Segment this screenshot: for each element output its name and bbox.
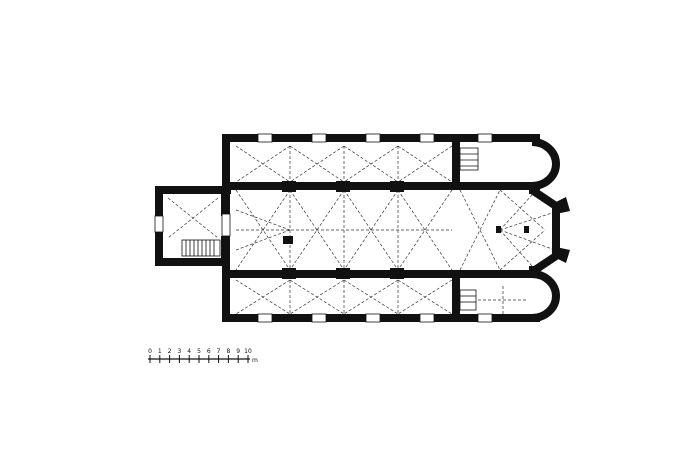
chancel-marks — [496, 226, 529, 233]
scale-tick-label: 5 — [197, 348, 201, 355]
nave-walls — [222, 134, 540, 322]
central-apse — [529, 186, 560, 276]
scale-tick-label: 8 — [226, 348, 230, 355]
scale-tick-label: 4 — [187, 348, 191, 355]
apses — [529, 138, 560, 322]
windows — [154, 133, 493, 323]
south-apse — [531, 270, 560, 322]
south-chapel-stair — [459, 289, 477, 311]
apse-buttresses — [529, 186, 570, 274]
chancel-vault — [459, 189, 556, 318]
nave-vaults — [235, 189, 453, 271]
vault-ribs — [167, 145, 556, 318]
scale-tick-label: 1 — [158, 348, 162, 355]
arcades — [230, 181, 460, 279]
scale-tick-label: 3 — [177, 348, 181, 355]
scale-tick-label: 7 — [217, 348, 221, 355]
scale-tick-label: 6 — [207, 348, 211, 355]
scale-bar-unit: m — [252, 357, 258, 364]
scale-tick-label: 9 — [236, 348, 240, 355]
south-aisle-vaults — [235, 279, 453, 315]
side-chapels — [460, 182, 540, 278]
tower-vault — [167, 197, 219, 239]
tower-stair — [181, 239, 221, 257]
north-apse — [531, 138, 560, 190]
scale-tick-label: 2 — [168, 348, 172, 355]
scale-tick-label: 0 — [148, 348, 152, 355]
walls — [155, 134, 540, 322]
north-chapel-stair — [459, 147, 479, 171]
scale-tick-label: 10 — [244, 348, 252, 355]
north-aisle-vaults — [235, 145, 453, 183]
